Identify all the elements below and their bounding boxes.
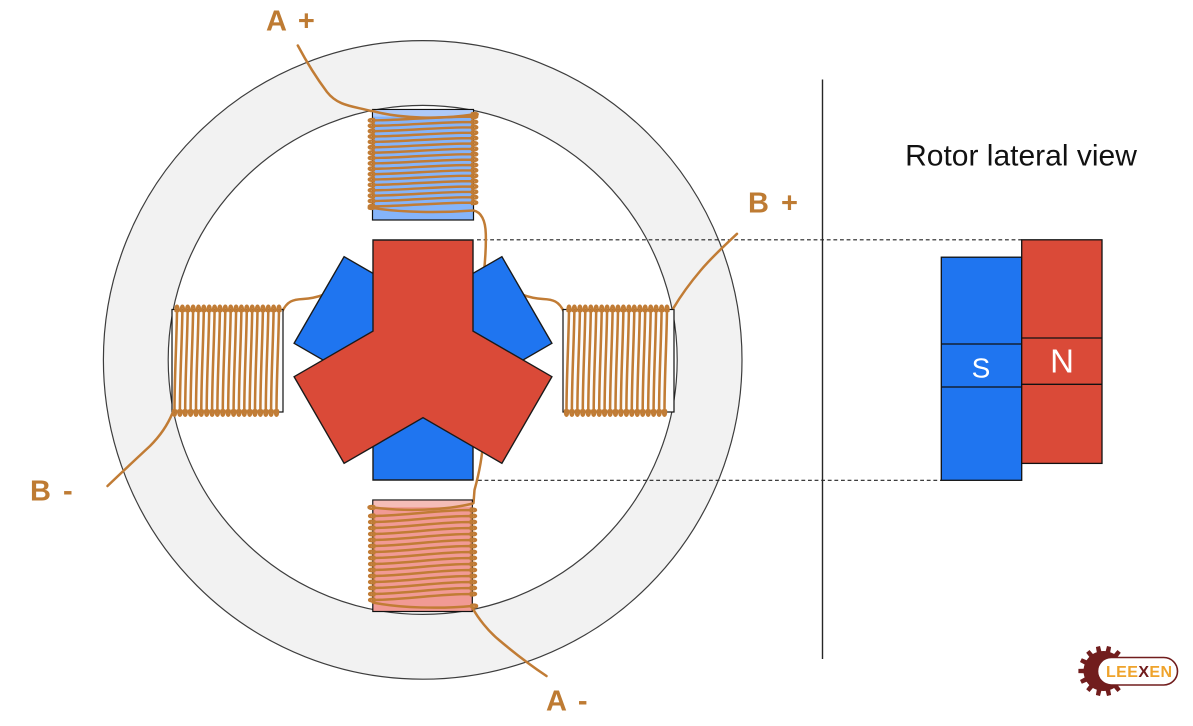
svg-text:A -: A - <box>546 686 590 718</box>
svg-text:S: S <box>972 353 991 384</box>
svg-text:A +: A + <box>266 6 317 38</box>
svg-text:Rotor lateral view: Rotor lateral view <box>905 140 1137 173</box>
svg-text:B +: B + <box>748 188 800 220</box>
svg-text:B -: B - <box>30 476 75 508</box>
svg-text:LEEXEN: LEEXEN <box>1106 664 1172 681</box>
svg-text:N: N <box>1050 343 1074 380</box>
